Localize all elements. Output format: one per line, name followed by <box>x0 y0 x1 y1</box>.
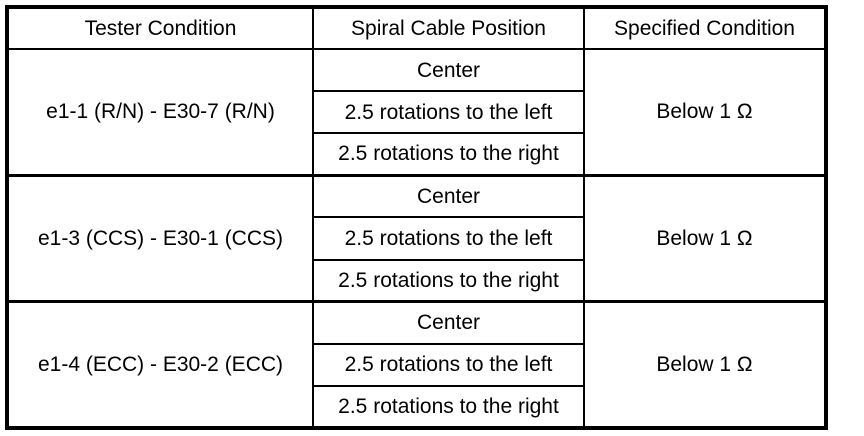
spiral-cable-position-cell: 2.5 rotations to the right <box>312 384 585 430</box>
specified-condition-cell: Below 1 Ω <box>583 173 827 303</box>
table-row: 2.5 rotations to the right <box>7 258 826 303</box>
spiral-cable-position-cell: 2.5 rotations to the right <box>312 132 585 177</box>
table-row: 2.5 rotations to the right <box>7 384 826 430</box>
table-row: e1-4 (ECC) - E30-2 (ECC) Center Below 1 … <box>6 300 827 430</box>
column-header-specified-condition: Specified Condition <box>583 6 827 50</box>
specified-condition-cell: Below 1 Ω <box>583 300 827 430</box>
tester-condition-cell: e1-1 (R/N) - E30-7 (R/N) <box>6 47 314 177</box>
inspection-spec-table: Tester Condition Spiral Cable Position S… <box>5 5 828 430</box>
table-row: 2.5 rotations to the left <box>7 342 826 387</box>
tester-condition-cell: e1-3 (CCS) - E30-1 (CCS) <box>6 173 314 303</box>
table-row: 2.5 rotations to the right <box>7 132 826 177</box>
table-row: 2.5 rotations to the left <box>7 90 826 135</box>
table-row: e1-1 (R/N) - E30-7 (R/N) Center Below 1 … <box>6 47 827 177</box>
table-body: e1-1 (R/N) - E30-7 (R/N) Center Below 1 … <box>6 47 827 430</box>
spiral-cable-position-cell: 2.5 rotations to the left <box>312 342 585 387</box>
table-row: 2.5 rotations to the left <box>7 216 826 261</box>
column-header-tester-condition: Tester Condition <box>6 6 314 50</box>
table-row: e1-3 (CCS) - E30-1 (CCS) Center Below 1 … <box>6 173 827 303</box>
tester-condition-cell: e1-4 (ECC) - E30-2 (ECC) <box>6 300 314 430</box>
column-header-spiral-cable-position: Spiral Cable Position <box>312 6 585 50</box>
specified-condition-cell: Below 1 Ω <box>583 47 827 177</box>
spiral-cable-position-cell: Center <box>312 47 585 93</box>
header-row: Tester Condition Spiral Cable Position S… <box>6 6 827 50</box>
spec-table-container: Tester Condition Spiral Cable Position S… <box>5 5 828 430</box>
spiral-cable-position-cell: 2.5 rotations to the left <box>312 90 585 135</box>
spiral-cable-position-cell: 2.5 rotations to the right <box>312 258 585 303</box>
table-header: Tester Condition Spiral Cable Position S… <box>6 6 827 50</box>
spiral-cable-position-cell: 2.5 rotations to the left <box>312 216 585 261</box>
spiral-cable-position-cell: Center <box>312 173 585 219</box>
spiral-cable-position-cell: Center <box>312 300 585 345</box>
